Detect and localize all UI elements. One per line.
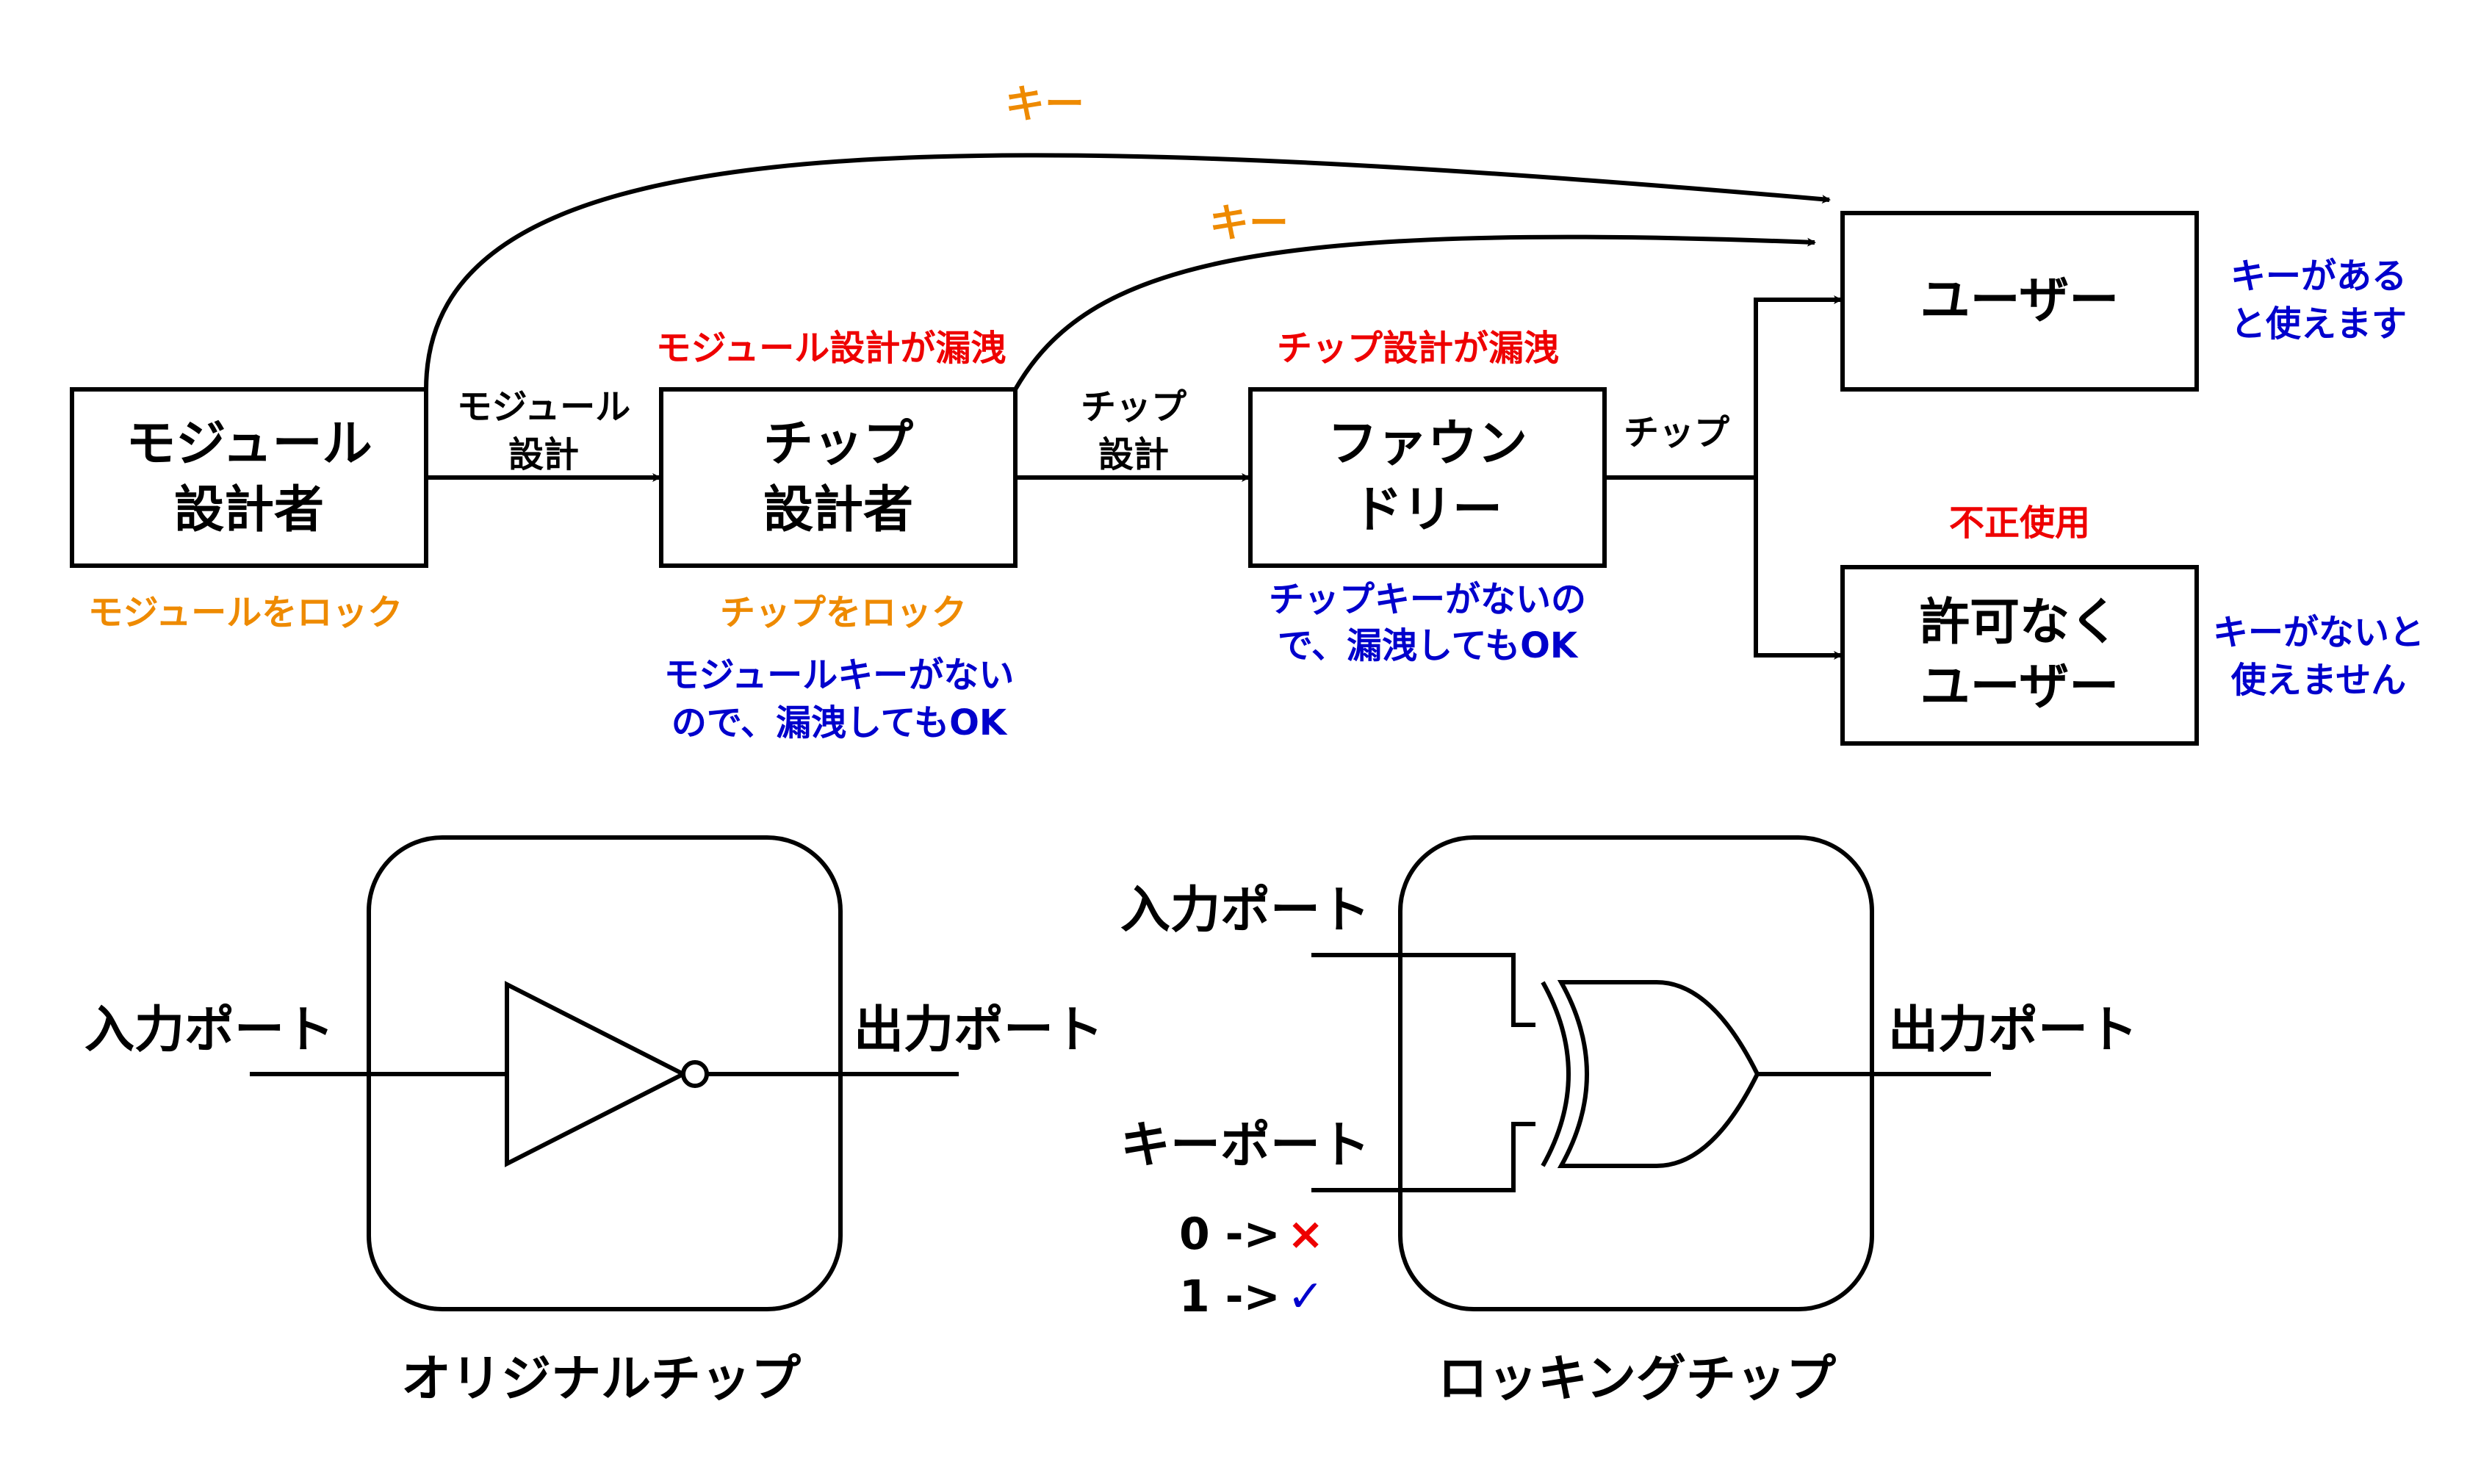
key1-accept-icon: ✓ [1287,1271,1324,1322]
chip-leak-label: チップ設計が漏洩 [1277,328,1559,369]
module-ok-line1: モジュールキーがない [664,655,1015,696]
module-designer-label-line1: モジュール [126,415,372,473]
locking-key-port-label: キーポート [1120,1117,1370,1175]
key1-label: 1 -> [1179,1271,1281,1322]
user-cannot-use-line2: 使えません [2231,660,2407,701]
foundry-label-line2: ドリー [1353,481,1502,539]
locking-output-port-label: 出力ポート [1888,1001,2138,1059]
locking-chip-caption: ロッキングチップ [1438,1350,1836,1408]
original-input-port-label: 入力ポート [84,1001,334,1059]
original-output-port-label: 出力ポート [854,1001,1103,1059]
locking-input-wire [1311,953,1535,1027]
user-can-use-line1: キーがある [2230,256,2407,297]
unauthorized-user-box [1840,565,2199,746]
unauthorized-user-label-line1: 許可なく [1920,594,2120,652]
inverter-gate [505,981,688,1167]
module-designer-label-line2: 設計者 [174,481,324,539]
chip-designer-box [659,387,1018,568]
key0-label: 0 -> [1179,1209,1281,1260]
arrow-branch-to-unauthorized [1754,478,1843,660]
edge-module-design-line2: 設計 [508,434,579,475]
key-label-second: キー [1209,200,1289,246]
locking-input-port-label: 入力ポート [1120,882,1370,940]
user-can-use-line2: と使えます [2230,303,2407,345]
unauthorized-use-label: 不正使用 [1949,503,2090,544]
key-arrow-module-to-user [424,153,1831,390]
key0-reject-icon: × [1287,1209,1324,1260]
arrow-branch-to-user [1754,295,1843,478]
key-label-top: キー [1005,81,1084,127]
locking-key-wire [1311,1122,1535,1192]
edge-module-design-line1: モジュール [457,386,631,428]
chip-designer-label-line2: 設計者 [763,481,913,539]
chip-ok-line2: で、漏洩してもOK [1278,625,1579,666]
unauthorized-user-label-line2: ユーザー [1920,658,2120,716]
edge-chip-design-line1: チップ [1081,386,1186,428]
module-leak-label: モジュール設計が漏洩 [656,328,1006,369]
foundry-box [1248,387,1607,568]
chip-designer-label-line1: チップ [763,415,913,473]
chip-ok-line1: チップキーがないの [1269,579,1586,620]
user-box [1840,211,2199,392]
module-ok-line2: ので、漏洩してもOK [671,702,1008,743]
edge-chip: チップ [1624,412,1729,453]
foundry-label-line1: ファウン [1328,415,1527,473]
inverter-bubble [681,1060,709,1088]
xor-gate-back-curve [1541,981,1571,1167]
module-lock-label: モジュールをロック [88,592,403,633]
user-label: ユーザー [1920,272,2120,330]
key-arrow-chip-to-user [1013,234,1816,391]
module-designer-box [70,387,428,568]
user-cannot-use-line1: キーがないと [2213,612,2424,653]
original-chip-caption: オリジナルチップ [401,1350,801,1408]
xor-gate-body [1557,980,1760,1168]
edge-chip-design-line2: 設計 [1098,434,1169,475]
chip-lock-label: チップをロック [720,592,967,633]
